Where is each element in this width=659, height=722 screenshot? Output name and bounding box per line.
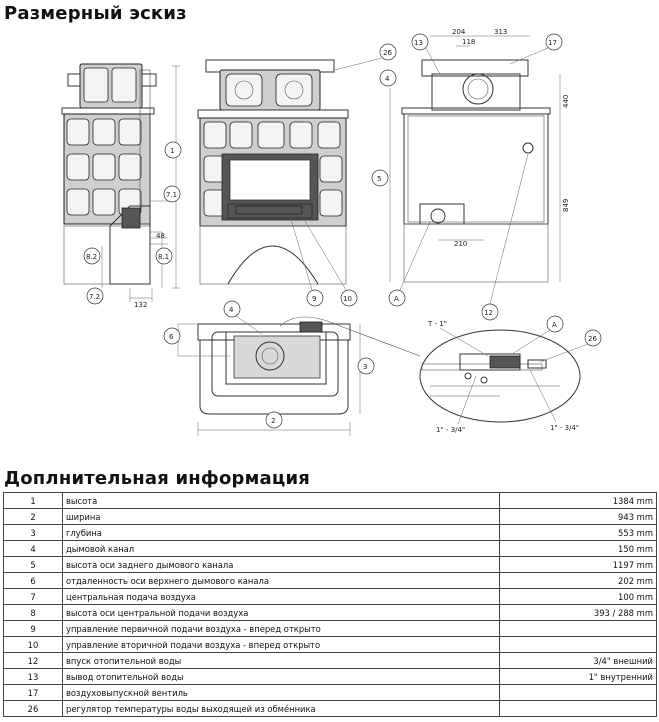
top-view: 4 6 3 2 (163, 300, 375, 436)
callout-26-detail: 26 (588, 335, 597, 343)
info-title: Доплнительная информация (4, 468, 311, 489)
callout-4: 4 (385, 75, 390, 83)
rear-view: 204 313 118 440 849 210 13 17 4 5 A 12 (371, 28, 570, 321)
pipe-size-t: T - 1" (427, 320, 447, 328)
sketch-title: Размерный эскиз (4, 3, 187, 24)
row-number: 3 (3, 524, 63, 541)
callout-4-top: 4 (229, 306, 234, 314)
callout-17: 17 (548, 39, 557, 47)
callout-9: 9 (312, 295, 316, 303)
dim-204: 204 (452, 28, 466, 36)
row-number: 1 (3, 492, 63, 509)
row-number: 12 (3, 652, 63, 669)
callout-10: 10 (343, 295, 352, 303)
dim-48: 48 (156, 232, 165, 240)
dim-118: 118 (462, 38, 475, 46)
row-value: 202 mm (499, 572, 657, 589)
callout-1: 1 (170, 147, 174, 155)
dim-313: 313 (494, 28, 507, 36)
row-description: впуск отопительной воды (62, 652, 500, 669)
callout-8-1: 8.1 (158, 253, 169, 261)
side-view: 1 7.1 8.1 8.2 7.2 48 132 (61, 63, 182, 309)
row-number: 26 (3, 700, 63, 717)
callout-a: A (394, 295, 399, 303)
row-number: 13 (3, 668, 63, 685)
row-value (499, 620, 657, 637)
dim-440: 440 (562, 95, 570, 108)
dim-132: 132 (134, 301, 147, 309)
row-number: 6 (3, 572, 63, 589)
row-number: 17 (3, 684, 63, 701)
dimension-drawing: 1 7.1 8.1 8.2 7.2 48 132 (61, 28, 602, 436)
row-number: 7 (3, 588, 63, 605)
row-description: воздуховыпускной вентиль (62, 684, 500, 701)
row-value: 393 / 288 mm (499, 604, 657, 621)
callout-3: 3 (363, 363, 367, 371)
pipe-size-right: 1" - 3/4" (550, 424, 579, 432)
row-value: 943 mm (499, 508, 657, 525)
callout-2: 2 (271, 417, 275, 425)
row-description: глубина (62, 524, 500, 541)
row-value: 1384 mm (499, 492, 657, 509)
row-number: 8 (3, 604, 63, 621)
callout-13: 13 (414, 39, 423, 47)
pipe-size-left: 1" - 3/4" (436, 426, 465, 434)
row-description: ширина (62, 508, 500, 525)
dim-210: 210 (454, 240, 467, 248)
row-value: 1" внутренний (499, 668, 657, 685)
dim-849: 849 (562, 199, 570, 212)
callout-8-2: 8.2 (86, 253, 97, 261)
row-number: 2 (3, 508, 63, 525)
row-value: 100 mm (499, 588, 657, 605)
callout-a-detail: A (552, 321, 557, 329)
row-value: 1197 mm (499, 556, 657, 573)
row-value: 3/4" внешний (499, 652, 657, 669)
row-value: 553 mm (499, 524, 657, 541)
row-value (499, 636, 657, 653)
callout-5: 5 (377, 175, 381, 183)
row-number: 9 (3, 620, 63, 637)
callout-6: 6 (169, 333, 174, 341)
row-number: 5 (3, 556, 63, 573)
row-description: вывод отопительной воды (62, 668, 500, 685)
row-value (499, 684, 657, 701)
row-description: отдаленность оси верхнего дымового канал… (62, 572, 500, 589)
callout-7-2: 7.2 (89, 293, 100, 301)
row-value (499, 700, 657, 717)
row-number: 10 (3, 636, 63, 653)
callout-12: 12 (484, 309, 493, 317)
row-description: высота оси заднего дымового канала (62, 556, 500, 573)
row-description: высота (62, 492, 500, 509)
callout-26: 26 (383, 49, 392, 57)
row-description: управление первичной подачи воздуха - вп… (62, 620, 500, 637)
row-description: центральная подача воздуха (62, 588, 500, 605)
row-description: дымовой канал (62, 540, 500, 557)
row-description: управление вторичной подачи воздуха - вп… (62, 636, 500, 653)
row-description: регулятор температуры воды выходящей из … (62, 700, 500, 717)
front-view: 26 9 10 (197, 43, 397, 307)
row-number: 4 (3, 540, 63, 557)
callout-7-1: 7.1 (166, 191, 177, 199)
row-value: 150 mm (499, 540, 657, 557)
row-description: высота оси центральной подачи воздуха (62, 604, 500, 621)
detail-view: A 26 T - 1" 1" - 3/4" 1" - 3/4" (279, 315, 602, 434)
